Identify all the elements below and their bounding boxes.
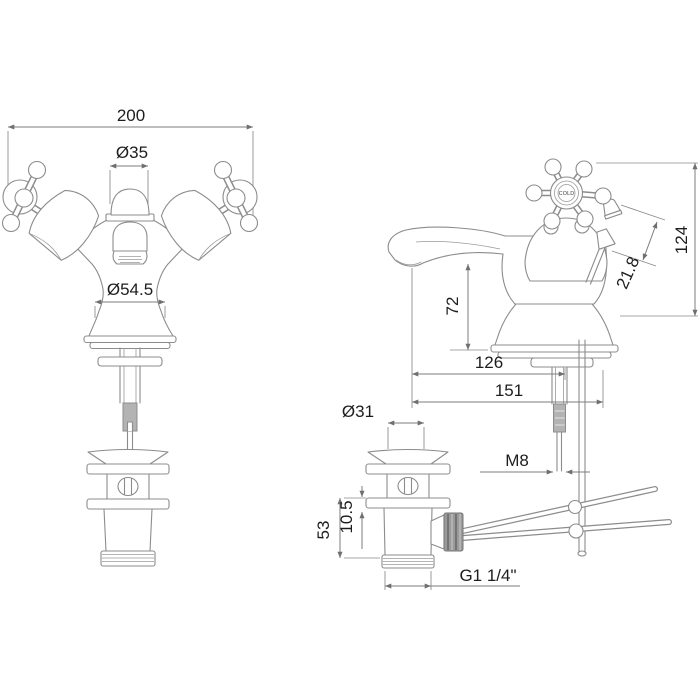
dim-label-overall-width: 200: [117, 106, 145, 125]
dim-label-spout-head-diameter: Ø35: [116, 143, 148, 162]
side-base-bell: [494, 303, 614, 346]
waste-cylinder: [103, 508, 153, 552]
waste-slot-hole: [117, 476, 139, 497]
dimension-spout-head-diameter: Ø35: [109, 143, 149, 204]
dim-label-overall-depth: 151: [495, 381, 523, 400]
fixing-tail-tube: [119, 347, 141, 404]
dim-label-flange-height: 10.5: [337, 500, 356, 533]
pop-up-rod-front: [126, 430, 134, 453]
dim-label-plug-diameter: Ø31: [342, 402, 374, 421]
side-base-flange-lower: [497, 351, 612, 359]
waste-outlet-thread: [381, 554, 435, 569]
base-flange-lower: [89, 341, 171, 350]
waste-linkage-rods: [460, 486, 672, 541]
handle-ball: [544, 158, 562, 176]
waste-side-view: Ø31 53: [314, 402, 520, 590]
waste-thread: [100, 550, 156, 567]
handle-ball: [525, 184, 543, 202]
dimension-fixing-thread: M8: [480, 451, 590, 475]
dim-label-fixing-thread: M8: [505, 451, 529, 470]
handle-ball: [27, 160, 47, 180]
dimension-body-depth: 53: [314, 497, 380, 559]
lift-rod-and-knob: [585, 198, 623, 285]
handle-bell-skirt: [28, 189, 100, 261]
head-dome: [110, 188, 150, 216]
dimension-base-diameter: Ø54.5: [94, 280, 166, 318]
waste-top-flange: [86, 463, 170, 475]
base-flange-upper: [83, 335, 177, 344]
spout-seam: [415, 240, 501, 250]
dim-label-spout-reach: 126: [475, 353, 503, 372]
dim-label-body-depth: 53: [314, 521, 333, 540]
handle-ball: [575, 160, 593, 178]
side-backnut-washer: [530, 357, 594, 368]
stud-slot: [126, 421, 134, 431]
dimension-outlet-thread: G1 1/4": [384, 566, 520, 590]
dim-label-lift-rod-offset: 21.8: [613, 254, 644, 292]
waste-mid-flange-side: [365, 497, 451, 509]
faucet-front-body: [73, 214, 187, 453]
side-base-flange-upper: [490, 344, 619, 353]
dim-label-spout-height: 72: [443, 297, 462, 316]
linkage-knurled-nut: [443, 512, 464, 552]
waste-slot-hole-side: [397, 476, 419, 496]
waste-plug-funnel: [87, 448, 169, 465]
handle-centre-disc: [549, 176, 584, 210]
spout-mouth: [395, 259, 422, 266]
dimension-plug-diameter: Ø31: [342, 402, 425, 449]
dimension-flange-height: 10.5: [337, 486, 365, 549]
lift-knob-cone: [596, 228, 616, 250]
handle-ball: [576, 210, 594, 228]
pop-up-rod-side: [577, 339, 587, 557]
spout-nose-front: [112, 221, 148, 265]
dim-label-overall-height: 124: [672, 226, 691, 254]
waste-front-view: [86, 448, 170, 567]
handle-ball: [594, 187, 612, 205]
waste-plug-funnel-side: [367, 448, 449, 465]
rod-clamp: [568, 523, 584, 539]
handle-hub-ball: [14, 188, 34, 208]
crosshead-handle-side: COLD: [525, 158, 612, 230]
dimension-overall-depth: 151: [412, 370, 604, 408]
side-view: COLD 72 124 21.8 126: [387, 158, 698, 557]
crosshead-handle-left: [1, 160, 100, 261]
handle-ball: [1, 213, 21, 233]
waste-body-side: [383, 507, 433, 556]
dimension-spout-reach: 126: [411, 268, 566, 408]
waste-mid-flange: [86, 498, 170, 510]
dim-label-outlet-thread: G1 1/4": [459, 566, 516, 585]
rod-clamp: [567, 499, 583, 515]
backnut-washer: [97, 356, 163, 367]
side-fixing-stud: [551, 366, 568, 472]
dimension-spout-height: 72: [443, 264, 488, 351]
handle-indice-label: COLD: [559, 191, 575, 197]
waste-top-flange-side: [365, 463, 451, 475]
side-body-dome: [524, 217, 608, 282]
dim-label-base-diameter: Ø54.5: [107, 280, 153, 299]
front-view: 200 Ø35: [1, 106, 258, 567]
handle-ball: [543, 212, 561, 230]
linkage-socket-cone: [430, 514, 445, 550]
dimension-overall-height: 124: [596, 162, 698, 317]
aerator: [112, 250, 148, 265]
dimension-lift-rod-offset: 21.8: [611, 204, 666, 292]
